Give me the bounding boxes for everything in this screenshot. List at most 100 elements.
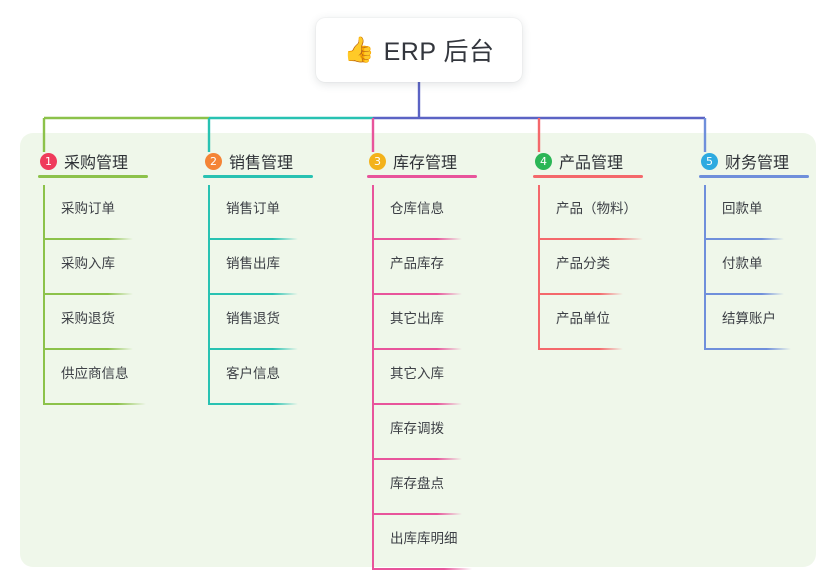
list-item-underline: [372, 458, 462, 460]
list-item-underline: [372, 568, 472, 570]
list-item-label: 结算账户: [722, 311, 776, 326]
list-item-underline: [704, 293, 784, 295]
column-header-underline: [203, 175, 313, 178]
number-badge-icon: 4: [535, 152, 552, 170]
column-items: 销售订单销售出库销售退货客户信息: [203, 185, 298, 405]
list-item[interactable]: 其它出库: [367, 295, 462, 350]
list-item[interactable]: 回款单: [699, 185, 789, 240]
list-item-label: 销售出库: [226, 256, 280, 271]
column-1: 1 采购管理采购订单采购入库采购退货供应商信息: [38, 144, 148, 405]
list-item[interactable]: 产品（物料）: [533, 185, 643, 240]
column-spine: [372, 185, 374, 570]
column-5: 5 财务管理回款单付款单结算账户: [699, 144, 809, 350]
list-item-underline: [208, 238, 298, 240]
list-item-underline: [538, 348, 623, 350]
list-item-label: 产品分类: [556, 256, 610, 271]
list-item-underline: [208, 403, 298, 405]
column-header-underline: [367, 175, 477, 178]
list-item-underline: [208, 348, 298, 350]
column-items: 采购订单采购入库采购退货供应商信息: [38, 185, 146, 405]
list-item-label: 客户信息: [226, 366, 280, 381]
list-item-label: 销售订单: [226, 201, 280, 216]
list-item-label: 仓库信息: [390, 201, 444, 216]
column-header-2[interactable]: 2 销售管理: [203, 144, 313, 178]
list-item[interactable]: 结算账户: [699, 295, 791, 350]
list-item-underline: [43, 403, 146, 405]
number-badge-icon: 3: [369, 152, 386, 170]
list-item[interactable]: 客户信息: [203, 350, 298, 405]
list-item-label: 付款单: [722, 256, 763, 271]
list-item[interactable]: 产品单位: [533, 295, 623, 350]
column-3: 3 库存管理仓库信息产品库存其它出库其它入库库存调拨库存盘点出库库明细: [367, 144, 477, 570]
list-item-label: 产品库存: [390, 256, 444, 271]
list-item[interactable]: 采购入库: [38, 240, 133, 295]
list-item-underline: [43, 238, 133, 240]
list-item-underline: [43, 293, 133, 295]
list-item-underline: [372, 238, 462, 240]
list-item[interactable]: 销售退货: [203, 295, 298, 350]
list-item-label: 采购订单: [61, 201, 115, 216]
number-badge-icon: 5: [701, 152, 718, 170]
column-header-underline: [533, 175, 643, 178]
list-item[interactable]: 出库库明细: [367, 515, 472, 570]
column-header-label: 产品管理: [559, 155, 624, 172]
list-item-underline: [538, 293, 623, 295]
list-item-label: 库存调拨: [390, 421, 444, 436]
column-spine: [704, 185, 706, 350]
column-header-underline: [699, 175, 809, 178]
list-item[interactable]: 付款单: [699, 240, 789, 295]
thumbs-up-icon: 👍: [343, 35, 375, 64]
list-item[interactable]: 采购退货: [38, 295, 133, 350]
list-item-label: 销售退货: [226, 311, 280, 326]
list-item[interactable]: 库存盘点: [367, 460, 462, 515]
column-header-label: 采购管理: [64, 155, 129, 172]
list-item[interactable]: 供应商信息: [38, 350, 146, 405]
number-badge-icon: 1: [40, 152, 57, 170]
list-item-label: 出库库明细: [390, 531, 458, 546]
list-item-underline: [538, 238, 643, 240]
column-spine: [538, 185, 540, 350]
list-item-underline: [372, 403, 462, 405]
column-header-4[interactable]: 4 产品管理: [533, 144, 643, 178]
list-item-underline: [704, 238, 784, 240]
list-item-label: 回款单: [722, 201, 763, 216]
list-item[interactable]: 销售出库: [203, 240, 298, 295]
column-items: 仓库信息产品库存其它出库其它入库库存调拨库存盘点出库库明细: [367, 185, 472, 570]
column-items: 产品（物料） 产品分类产品单位: [533, 185, 643, 350]
chart-panel-background: [20, 133, 816, 567]
root-node-erp-backend[interactable]: 👍 ERP 后台: [316, 18, 522, 82]
list-item-label: 供应商信息: [61, 366, 129, 381]
list-item-label: 产品（物料）: [556, 201, 637, 216]
list-item-underline: [372, 348, 462, 350]
list-item-label: 产品单位: [556, 311, 610, 326]
column-header-3[interactable]: 3 库存管理: [367, 144, 477, 178]
list-item[interactable]: 其它入库: [367, 350, 462, 405]
column-spine: [208, 185, 210, 405]
list-item-label: 库存盘点: [390, 476, 444, 491]
list-item[interactable]: 产品库存: [367, 240, 462, 295]
column-2: 2 销售管理销售订单销售出库销售退货客户信息: [203, 144, 313, 405]
list-item[interactable]: 产品分类: [533, 240, 623, 295]
list-item-label: 其它出库: [390, 311, 444, 326]
list-item[interactable]: 仓库信息: [367, 185, 462, 240]
column-header-label: 库存管理: [393, 155, 458, 172]
list-item-label: 采购入库: [61, 256, 115, 271]
column-items: 回款单付款单结算账户: [699, 185, 791, 350]
list-item[interactable]: 库存调拨: [367, 405, 462, 460]
list-item-underline: [208, 293, 298, 295]
list-item[interactable]: 销售订单: [203, 185, 298, 240]
column-4: 4 产品管理产品（物料） 产品分类产品单位: [533, 144, 643, 350]
column-header-label: 销售管理: [229, 155, 294, 172]
column-header-label: 财务管理: [725, 155, 790, 172]
list-item[interactable]: 采购订单: [38, 185, 133, 240]
list-item-label: 采购退货: [61, 311, 115, 326]
list-item-underline: [43, 348, 133, 350]
column-header-5[interactable]: 5 财务管理: [699, 144, 809, 178]
number-badge-icon: 2: [205, 152, 222, 170]
root-node-title: ERP 后台: [383, 38, 495, 66]
column-header-1[interactable]: 1 采购管理: [38, 144, 148, 178]
column-header-underline: [38, 175, 148, 178]
list-item-label: 其它入库: [390, 366, 444, 381]
list-item-underline: [704, 348, 791, 350]
